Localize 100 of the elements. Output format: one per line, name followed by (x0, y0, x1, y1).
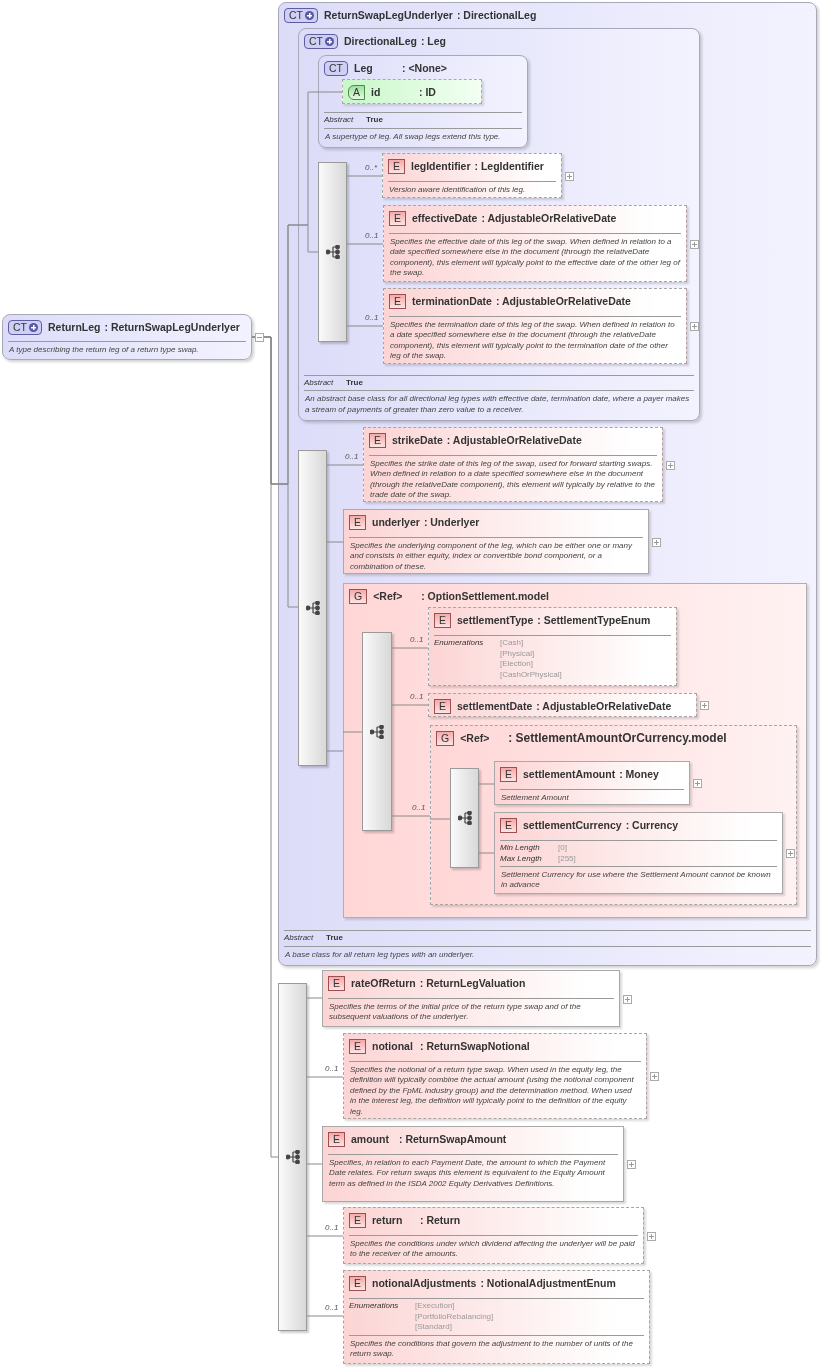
multiplicity-label: 0..1 (325, 1303, 339, 1313)
description-text: Settlement Currency for use where the Settlement Amount cannot be known in advance (500, 869, 772, 892)
type-badge: E (434, 613, 451, 628)
type-name: : LegIdentifier (474, 159, 544, 173)
node-name: ReturnSwapLegUnderlyer (324, 8, 453, 22)
element-box (343, 1270, 650, 1364)
property-value: [CashOrPhysical] (500, 669, 562, 680)
type-badge: E (349, 515, 366, 530)
sequence-bar (278, 983, 307, 1331)
property-value: True (346, 377, 363, 389)
type-name: : NotionalAdjustmentEnum (480, 1276, 616, 1290)
description-text: Specifies, in relation to each Payment Date, the amount to which the Payment Date relates. For return swaps this element is equivalent to the Equity Amount term as defined in the ISDA 2002 Equity Derivatives Definitions. (328, 1157, 607, 1190)
complex-type-box (298, 28, 700, 421)
node-name: <Ref> (373, 589, 404, 603)
type-name: : SettlementTypeEnum (537, 613, 651, 627)
type-name: : ReturnSwapNotional (420, 1039, 530, 1053)
sequence-bar (298, 450, 327, 766)
element-box (494, 812, 783, 894)
type-name: : Currency (625, 818, 679, 832)
type-name: : AdjustableOrRelativeDate (536, 699, 672, 713)
connector-line (342, 731, 363, 733)
type-badge: E (389, 211, 406, 226)
description-text: Specifies the effective date of this leg of the swap. When defined in relation to a date specified somewhere else in the document (through the relativeDate component), this element will typically point to the effective date of the other leg of the swap. (389, 236, 681, 280)
type-name: : AdjustableOrRelativeDate (446, 433, 582, 447)
type-name: : ID (419, 85, 436, 99)
node-name: settlementDate (457, 699, 533, 713)
node-name: settlementType (457, 613, 534, 627)
node-name: <Ref> (460, 731, 491, 745)
node-name: DirectionalLeg (344, 34, 417, 48)
element-box (383, 205, 687, 282)
type-name: : SettlementAmountOrCurrency.model (508, 731, 728, 745)
type-badge: CT (8, 320, 42, 335)
connector-line (326, 541, 344, 543)
connector-line (478, 852, 495, 854)
type-name: : ReturnSwapLegUnderlyer (104, 320, 240, 334)
description-text: Specifies the strike date of this leg of the swap, used for forward starting swaps. When defined in relation to a date specified somewhere else in the document (through the relativeDate component), this element will typically by relative to the trade date of the swap. (369, 458, 657, 502)
node-name: id (371, 85, 382, 99)
connector-line (326, 750, 344, 752)
type-badge: E (389, 294, 406, 309)
node-name: terminationDate (412, 294, 492, 308)
node-name: return (372, 1213, 404, 1227)
connector-line (346, 243, 384, 245)
description-text: Specifies the terms of the initial price of the return type swap and of the subsequent valuations of the underlyer. (328, 1001, 582, 1024)
multiplicity-label: 0..1 (410, 635, 424, 645)
type-badge: A (348, 85, 365, 100)
node-name: notional (372, 1039, 414, 1053)
connector-line (306, 1076, 344, 1078)
node-name: notionalAdjustments (372, 1276, 477, 1290)
connector-line (346, 325, 384, 327)
element-box (363, 427, 663, 502)
node-name: rateOfReturn (351, 976, 416, 990)
node-name: strikeDate (392, 433, 443, 447)
property-label: Abstract (284, 933, 315, 944)
type-name: : ReturnSwapAmount (399, 1132, 507, 1146)
complex-type-box (2, 314, 252, 360)
node-name: Leg (354, 61, 374, 75)
multiplicity-label: 0..* (365, 163, 377, 173)
description-text: Specifies the notional of a return type swap. When used in the equity leg, the definition will typically combine the actual amount (using the notional component defined by the FpML industry group) and the determination method. When used in the interest leg, the definition will typically point to the definition of the equity leg. (349, 1064, 635, 1118)
type-badge: E (349, 1039, 366, 1054)
type-name: : DirectionalLeg (456, 8, 537, 22)
type-name: : AdjustableOrRelativeDate (481, 211, 617, 225)
description-text: Settlement Amount (500, 792, 570, 804)
type-badge: CT (284, 8, 318, 23)
element-box (383, 288, 687, 364)
group-box (343, 583, 807, 918)
complex-type-box (318, 55, 528, 148)
element-box (343, 509, 649, 574)
description-text: An abstract base class for all directional leg types with effective date, termination date, where a payer makes a stream of payments of greater than zero value to a receiver. (304, 393, 691, 416)
property-value: [Standard] (415, 1322, 452, 1333)
element-box (343, 1033, 647, 1119)
connector-line (391, 815, 431, 817)
multiplicity-label: 0..1 (412, 803, 426, 813)
property-value: [Physical] (500, 648, 535, 659)
multiplicity-label: 0..1 (410, 692, 424, 702)
node-name: settlementCurrency (523, 818, 622, 832)
property-label: Enumerations (434, 638, 485, 649)
sequence-bar (318, 162, 347, 342)
type-badge: E (349, 1213, 366, 1228)
property-value: [Execution] (415, 1301, 455, 1312)
node-name: legIdentifier (411, 159, 471, 173)
sequence-bar (362, 632, 392, 831)
type-badge: E (328, 1132, 345, 1147)
description-text: A base class for all return leg types with an underlyer. (284, 948, 476, 961)
element-box (322, 970, 620, 1027)
type-name: : ReturnLegValuation (419, 976, 526, 990)
type-badge: G (436, 731, 455, 746)
complex-type-box (278, 2, 817, 966)
connector-line (391, 647, 429, 649)
element-box (343, 1207, 644, 1264)
node-name: ReturnLeg (48, 320, 101, 334)
group-box (430, 725, 797, 905)
type-badge: E (369, 433, 386, 448)
sequence-bar (450, 768, 479, 868)
type-badge: CT (324, 61, 348, 76)
type-badge: E (328, 976, 345, 991)
type-badge: E (500, 818, 517, 833)
description-text: Specifies the underlying component of the leg, which can be either one or many and consists in either equity, index or convertible bond component, or a combination of these. (349, 540, 633, 573)
connector-line (326, 464, 364, 466)
property-value: [Election] (500, 659, 533, 670)
property-value: [PortfolioRebalancing] (415, 1311, 494, 1322)
